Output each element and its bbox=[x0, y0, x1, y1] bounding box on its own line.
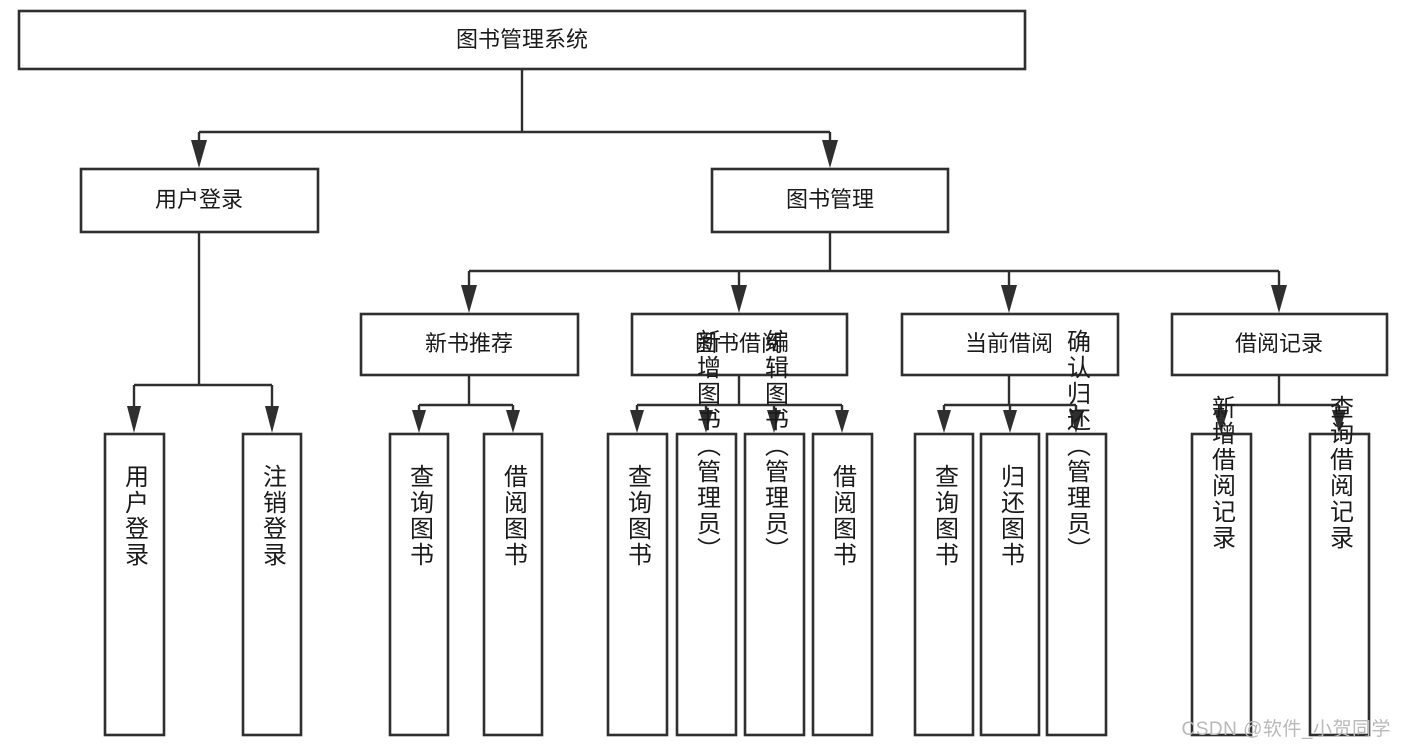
arrow-head-new-book-rec bbox=[461, 285, 477, 313]
arrow-head-leaf-user-login bbox=[127, 406, 141, 433]
node-new-book-rec-label: 新书推荐 bbox=[425, 331, 513, 356]
node-leaf-query-book-3-box[interactable] bbox=[913, 432, 975, 737]
node-leaf-confirm-return[interactable]: 确认归还（管理员） bbox=[1045, 329, 1108, 737]
node-leaf-borrow-book-1[interactable]: 借阅图书 bbox=[482, 432, 544, 737]
node-leaf-return-book-box[interactable] bbox=[979, 432, 1041, 737]
node-leaf-query-record-label: 查询借阅记录 bbox=[1326, 395, 1354, 551]
node-leaf-add-record[interactable]: 新增借阅记录 bbox=[1190, 395, 1253, 737]
node-leaf-add-book[interactable]: 新增图书（管理员） bbox=[675, 329, 738, 737]
node-leaf-borrow-book-1-box[interactable] bbox=[482, 432, 544, 737]
node-leaf-user-logout-label: 注销登录 bbox=[259, 464, 287, 568]
node-root-label: 图书管理系统 bbox=[456, 27, 588, 52]
connector-group-user-login bbox=[127, 232, 279, 433]
node-leaf-query-book-2[interactable]: 查询图书 bbox=[606, 432, 669, 737]
node-leaf-borrow-book-1-label: 借阅图书 bbox=[500, 464, 528, 568]
node-leaf-user-login-box[interactable] bbox=[103, 432, 166, 737]
connector-group-current-borrow bbox=[937, 375, 1083, 433]
node-leaf-query-book-2-box[interactable] bbox=[606, 432, 669, 737]
node-book-manage-label: 图书管理 bbox=[786, 187, 874, 212]
node-book-borrow-box[interactable] bbox=[630, 312, 849, 377]
node-leaf-user-logout[interactable]: 注销登录 bbox=[241, 432, 303, 737]
node-leaf-borrow-book-2[interactable]: 借阅图书 bbox=[811, 432, 874, 737]
node-book-borrow[interactable]: 图书借阅 bbox=[630, 312, 849, 377]
connector-group-root bbox=[191, 69, 838, 168]
arrow-head-leaf-confirm-return bbox=[1069, 410, 1083, 433]
node-user-login-box[interactable] bbox=[79, 167, 320, 234]
connector-group-new-book-rec bbox=[412, 375, 520, 433]
arrow-head-leaf-borrow-book-1 bbox=[506, 410, 520, 433]
arrow-head-leaf-edit-book bbox=[767, 410, 781, 433]
node-book-manage[interactable]: 图书管理 bbox=[710, 167, 950, 234]
node-leaf-borrow-book-2-label: 借阅图书 bbox=[829, 464, 857, 568]
node-leaf-return-book-label: 归还图书 bbox=[997, 464, 1025, 568]
node-root[interactable]: 图书管理系统 bbox=[17, 9, 1027, 71]
node-leaf-query-book-2-label: 查询图书 bbox=[624, 464, 652, 568]
arrow-head-leaf-add-record bbox=[1214, 410, 1228, 433]
arrow-head-borrow-record bbox=[1271, 285, 1287, 313]
node-leaf-query-book-3[interactable]: 查询图书 bbox=[913, 432, 975, 737]
node-leaf-edit-book-label: 编辑图书（管理员） bbox=[761, 329, 789, 563]
node-root-box[interactable] bbox=[17, 9, 1027, 71]
node-leaf-query-record[interactable]: 查询借阅记录 bbox=[1308, 395, 1371, 737]
connector-group-book-manage bbox=[461, 232, 1287, 313]
arrow-head-leaf-query-book-3 bbox=[937, 410, 951, 433]
arrow-head-leaf-user-logout bbox=[265, 406, 279, 433]
node-leaf-edit-book-box[interactable] bbox=[743, 432, 806, 737]
arrow-head-leaf-query-book-2 bbox=[630, 410, 644, 433]
node-leaf-user-login-label: 用户登录 bbox=[121, 464, 149, 568]
arrow-head-leaf-query-record bbox=[1332, 410, 1346, 433]
arrow-head-leaf-add-book bbox=[699, 410, 713, 433]
node-leaf-user-login[interactable]: 用户登录 bbox=[103, 432, 166, 737]
node-current-borrow-label: 当前借阅 bbox=[965, 331, 1053, 356]
node-leaf-confirm-return-box[interactable] bbox=[1045, 432, 1108, 737]
node-leaf-query-book-3-label: 查询图书 bbox=[931, 464, 959, 568]
node-user-login[interactable]: 用户登录 bbox=[79, 167, 320, 234]
connector-group-borrow-record bbox=[1214, 375, 1346, 433]
node-borrow-record-box[interactable] bbox=[1170, 312, 1389, 377]
node-borrow-record-label: 借阅记录 bbox=[1235, 331, 1323, 356]
node-current-borrow[interactable]: 当前借阅 bbox=[900, 312, 1120, 377]
arrow-head-user-login bbox=[191, 140, 207, 168]
node-leaf-query-book-1-label: 查询图书 bbox=[406, 464, 434, 568]
node-leaf-borrow-book-2-box[interactable] bbox=[811, 432, 874, 737]
arrow-head-leaf-return-book bbox=[1003, 410, 1017, 433]
arrow-head-leaf-query-book-1 bbox=[412, 410, 426, 433]
node-new-book-rec-box[interactable] bbox=[359, 312, 580, 377]
node-new-book-rec[interactable]: 新书推荐 bbox=[359, 312, 580, 377]
node-current-borrow-box[interactable] bbox=[900, 312, 1120, 377]
node-leaf-add-record-box[interactable] bbox=[1190, 432, 1253, 737]
arrow-head-book-borrow bbox=[731, 285, 747, 313]
node-leaf-add-book-box[interactable] bbox=[675, 432, 738, 737]
connector-group-book-borrow bbox=[630, 375, 849, 433]
node-leaf-user-logout-box[interactable] bbox=[241, 432, 303, 737]
node-leaf-add-book-label: 新增图书（管理员） bbox=[693, 329, 721, 563]
arrow-head-current-borrow bbox=[1001, 285, 1017, 313]
node-leaf-add-record-label: 新增借阅记录 bbox=[1208, 395, 1236, 551]
node-borrow-record[interactable]: 借阅记录 bbox=[1170, 312, 1389, 377]
node-leaf-confirm-return-label: 确认归还（管理员） bbox=[1063, 329, 1091, 563]
node-leaf-query-book-1-box[interactable] bbox=[388, 432, 450, 737]
node-leaf-return-book[interactable]: 归还图书 bbox=[979, 432, 1041, 737]
node-leaf-query-book-1[interactable]: 查询图书 bbox=[388, 432, 450, 737]
arrow-head-leaf-borrow-book-2 bbox=[835, 410, 849, 433]
arrow-head-book-manage bbox=[822, 140, 838, 168]
node-book-borrow-label: 图书借阅 bbox=[695, 331, 783, 356]
node-leaf-edit-book[interactable]: 编辑图书（管理员） bbox=[743, 329, 806, 737]
node-book-manage-box[interactable] bbox=[710, 167, 950, 234]
node-leaf-query-record-box[interactable] bbox=[1308, 432, 1371, 737]
node-user-login-label: 用户登录 bbox=[155, 187, 243, 212]
